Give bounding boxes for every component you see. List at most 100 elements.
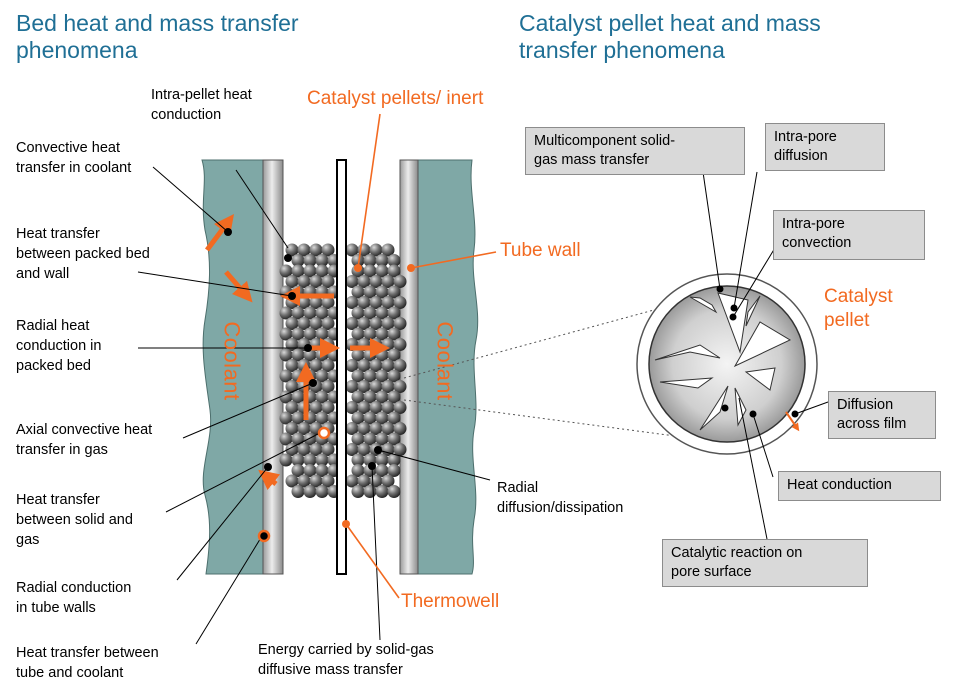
box-intra-pore-diffusion: Intra-pore diffusion bbox=[765, 123, 885, 171]
bed-pellet bbox=[375, 485, 389, 498]
bed-pellet bbox=[291, 485, 305, 498]
bed-pellet bbox=[357, 443, 371, 456]
bed-pellet bbox=[369, 359, 383, 372]
bed-pellet bbox=[351, 285, 365, 299]
bed-pellet bbox=[321, 317, 335, 330]
bed-pellet bbox=[369, 401, 383, 414]
bed-pellet bbox=[393, 443, 407, 456]
bed-pellet bbox=[393, 401, 407, 414]
bed-pellet bbox=[321, 296, 335, 309]
bed-pellet bbox=[393, 275, 407, 288]
bed-pellet bbox=[315, 369, 329, 383]
coolant-down-arrow bbox=[224, 270, 253, 303]
bed-pellet bbox=[357, 474, 371, 488]
bed-pellet bbox=[321, 401, 335, 414]
bed-pellet bbox=[387, 348, 401, 362]
bed-pellet bbox=[351, 348, 365, 362]
bed-pellet bbox=[345, 380, 359, 393]
film-arrow bbox=[785, 411, 800, 432]
bed-pellet bbox=[369, 296, 383, 309]
orange-leaders bbox=[345, 113, 497, 599]
bed-pellet bbox=[291, 348, 305, 362]
bed-pellet bbox=[363, 390, 377, 404]
bed-pellet bbox=[309, 296, 323, 309]
bed-pellet bbox=[285, 243, 299, 257]
bed-pellet bbox=[375, 390, 389, 404]
label-energy-carried: Energy carried by solid-gas diffusive ma… bbox=[258, 642, 434, 678]
bed-pellet bbox=[285, 359, 299, 372]
bed-pellet bbox=[285, 401, 299, 414]
bed-pellet bbox=[303, 254, 317, 267]
bed-pellet bbox=[285, 317, 299, 330]
bed-pellet bbox=[363, 369, 377, 383]
bed-pellet bbox=[285, 275, 299, 288]
bed-pellet bbox=[321, 359, 335, 372]
heading-pellet: Catalyst pellet heat and mass transfer p… bbox=[519, 10, 821, 63]
bed-pellet bbox=[387, 390, 401, 404]
label-tube-walls: Radial conduction in tube walls bbox=[16, 580, 132, 616]
bed-pellet bbox=[309, 443, 323, 456]
bed-pellet bbox=[387, 464, 401, 477]
bed-pellet bbox=[291, 390, 305, 404]
bed-pellet bbox=[351, 464, 365, 477]
bed-pellet bbox=[357, 359, 371, 372]
bed-pellet bbox=[357, 401, 371, 414]
bed-pellet bbox=[345, 401, 359, 414]
bed-pellet bbox=[363, 411, 377, 425]
bed-pellet bbox=[279, 348, 293, 362]
bed-pellet bbox=[363, 485, 377, 498]
orange-dots bbox=[342, 264, 415, 528]
bed-pellet bbox=[351, 411, 365, 425]
bed-pellet bbox=[381, 443, 395, 456]
bed-pellet bbox=[321, 443, 335, 456]
bed-pellet bbox=[279, 432, 293, 446]
label-thermowell: Thermowell bbox=[401, 591, 500, 612]
bed-pellet bbox=[279, 327, 293, 341]
bed-pellet bbox=[291, 254, 305, 267]
label-radial-conduction: Radial heat conduction in packed bed bbox=[16, 318, 102, 374]
bed-pellet bbox=[321, 275, 335, 288]
bed-pellet bbox=[351, 390, 365, 404]
bed-pellet bbox=[345, 443, 359, 456]
bed-pellet bbox=[321, 243, 335, 257]
catalyst-pellet bbox=[636, 273, 818, 455]
bed-pellet bbox=[393, 422, 407, 435]
bed-pellet bbox=[357, 296, 371, 309]
bed-pellet bbox=[315, 390, 329, 404]
bed-pellet bbox=[285, 422, 299, 435]
label-intra-pellet: Intra-pellet heat conduction bbox=[151, 87, 252, 123]
bed-pellet bbox=[345, 296, 359, 309]
bed-pellet bbox=[375, 285, 389, 299]
bed-pellet bbox=[369, 380, 383, 393]
bed-pellet bbox=[291, 264, 305, 278]
bed-pellet bbox=[297, 443, 311, 456]
bed-pellet bbox=[387, 264, 401, 278]
bed-pellet bbox=[303, 464, 317, 477]
bed-pellet bbox=[357, 380, 371, 393]
pellet-dots bbox=[716, 285, 799, 418]
bed-pellet bbox=[297, 275, 311, 288]
bed-pellet bbox=[375, 453, 389, 467]
box-multicomponent: Multicomponent solid- gas mass transfer bbox=[525, 127, 745, 175]
bed-pellet bbox=[291, 411, 305, 425]
bed-pellet bbox=[381, 296, 395, 309]
bed-pellet bbox=[387, 369, 401, 383]
bed-pellet bbox=[351, 453, 365, 467]
bed-pellet bbox=[345, 317, 359, 330]
bed-pellet bbox=[315, 327, 329, 341]
bed-pellet bbox=[315, 464, 329, 477]
bed-pellet bbox=[291, 464, 305, 477]
projection-lines bbox=[403, 291, 721, 439]
bed-pellet bbox=[309, 474, 323, 488]
box-intra-pore-convection: Intra-pore convection bbox=[773, 210, 925, 260]
bed-pellet bbox=[309, 401, 323, 414]
tube-wall-left bbox=[262, 159, 284, 575]
bed-pellet bbox=[375, 327, 389, 341]
bed-pellet bbox=[351, 254, 365, 267]
bed-pellet bbox=[381, 380, 395, 393]
bed-pellet bbox=[387, 327, 401, 341]
bed-pellet bbox=[309, 317, 323, 330]
bed-pellet bbox=[393, 338, 407, 351]
bed-pellet bbox=[345, 243, 359, 257]
